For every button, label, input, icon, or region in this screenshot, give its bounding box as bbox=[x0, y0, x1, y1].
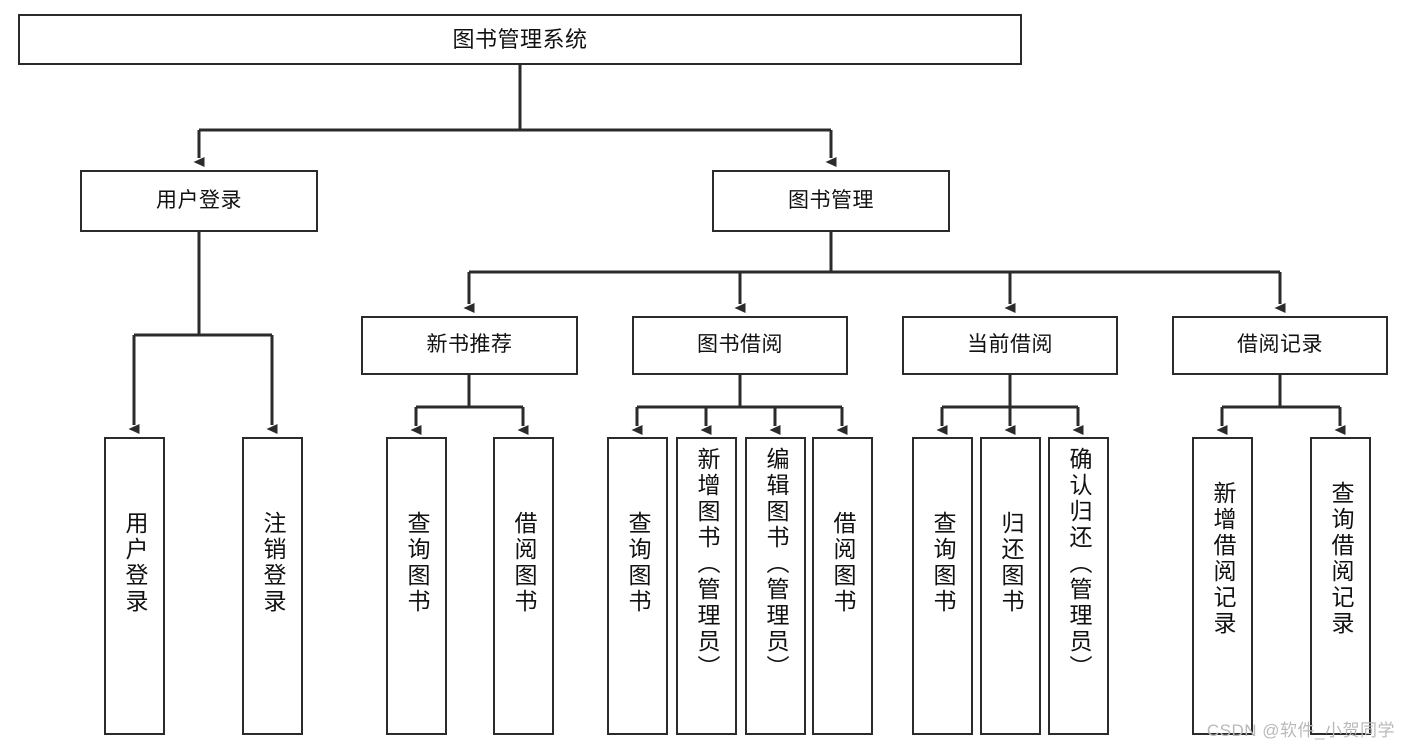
node-label: 查询图书 bbox=[625, 511, 651, 615]
node-current-borrow[interactable]: 当前借阅 bbox=[902, 316, 1118, 375]
node-label: 编辑图书（管理员） bbox=[763, 447, 789, 681]
node-label: 图书管理系统 bbox=[452, 26, 588, 52]
node-label: 新增图书（管理员） bbox=[694, 447, 720, 681]
node-leaf-return-book[interactable]: 归还图书 bbox=[980, 437, 1041, 735]
node-leaf-query-book-2[interactable]: 查询图书 bbox=[607, 437, 668, 735]
node-leaf-borrow-book-2[interactable]: 借阅图书 bbox=[812, 437, 873, 735]
node-new-book-recommend[interactable]: 新书推荐 bbox=[361, 316, 578, 375]
node-leaf-query-book-3[interactable]: 查询图书 bbox=[912, 437, 973, 735]
node-leaf-logout[interactable]: 注销登录 bbox=[242, 437, 303, 735]
node-label: 用户登录 bbox=[156, 188, 242, 212]
node-leaf-add-book-admin[interactable]: 新增图书（管理员） bbox=[676, 437, 737, 735]
node-label: 归还图书 bbox=[998, 511, 1024, 615]
node-leaf-query-book-1[interactable]: 查询图书 bbox=[386, 437, 447, 735]
node-label: 图书管理 bbox=[788, 188, 874, 212]
node-label: 图书借阅 bbox=[697, 333, 783, 357]
node-root-system[interactable]: 图书管理系统 bbox=[18, 14, 1022, 65]
node-user-login[interactable]: 用户登录 bbox=[80, 170, 318, 232]
node-label: 新增借阅记录 bbox=[1210, 481, 1236, 637]
node-label: 查询借阅记录 bbox=[1328, 481, 1354, 637]
node-label: 当前借阅 bbox=[967, 333, 1053, 357]
node-leaf-borrow-book-1[interactable]: 借阅图书 bbox=[493, 437, 554, 735]
node-book-borrow[interactable]: 图书借阅 bbox=[632, 316, 848, 375]
node-label: 借阅图书 bbox=[511, 511, 537, 615]
node-label: 确认归还（管理员） bbox=[1066, 447, 1092, 681]
csdn-watermark: CSDN @软件_小贺同学 bbox=[1206, 721, 1395, 740]
node-label: 借阅图书 bbox=[830, 511, 856, 615]
node-label: 查询图书 bbox=[930, 511, 956, 615]
node-book-manage[interactable]: 图书管理 bbox=[712, 170, 950, 232]
node-leaf-edit-book-admin[interactable]: 编辑图书（管理员） bbox=[745, 437, 806, 735]
node-label: 用户登录 bbox=[122, 511, 148, 615]
node-leaf-query-borrow-record[interactable]: 查询借阅记录 bbox=[1310, 437, 1371, 735]
node-label: 新书推荐 bbox=[426, 333, 513, 357]
node-label: 借阅记录 bbox=[1237, 333, 1323, 357]
node-borrow-record[interactable]: 借阅记录 bbox=[1172, 316, 1388, 375]
node-leaf-confirm-return-admin[interactable]: 确认归还（管理员） bbox=[1048, 437, 1109, 735]
node-leaf-user-login[interactable]: 用户登录 bbox=[104, 437, 165, 735]
node-label: 查询图书 bbox=[404, 511, 430, 615]
node-leaf-add-borrow-record[interactable]: 新增借阅记录 bbox=[1192, 437, 1253, 735]
node-label: 注销登录 bbox=[260, 511, 286, 615]
